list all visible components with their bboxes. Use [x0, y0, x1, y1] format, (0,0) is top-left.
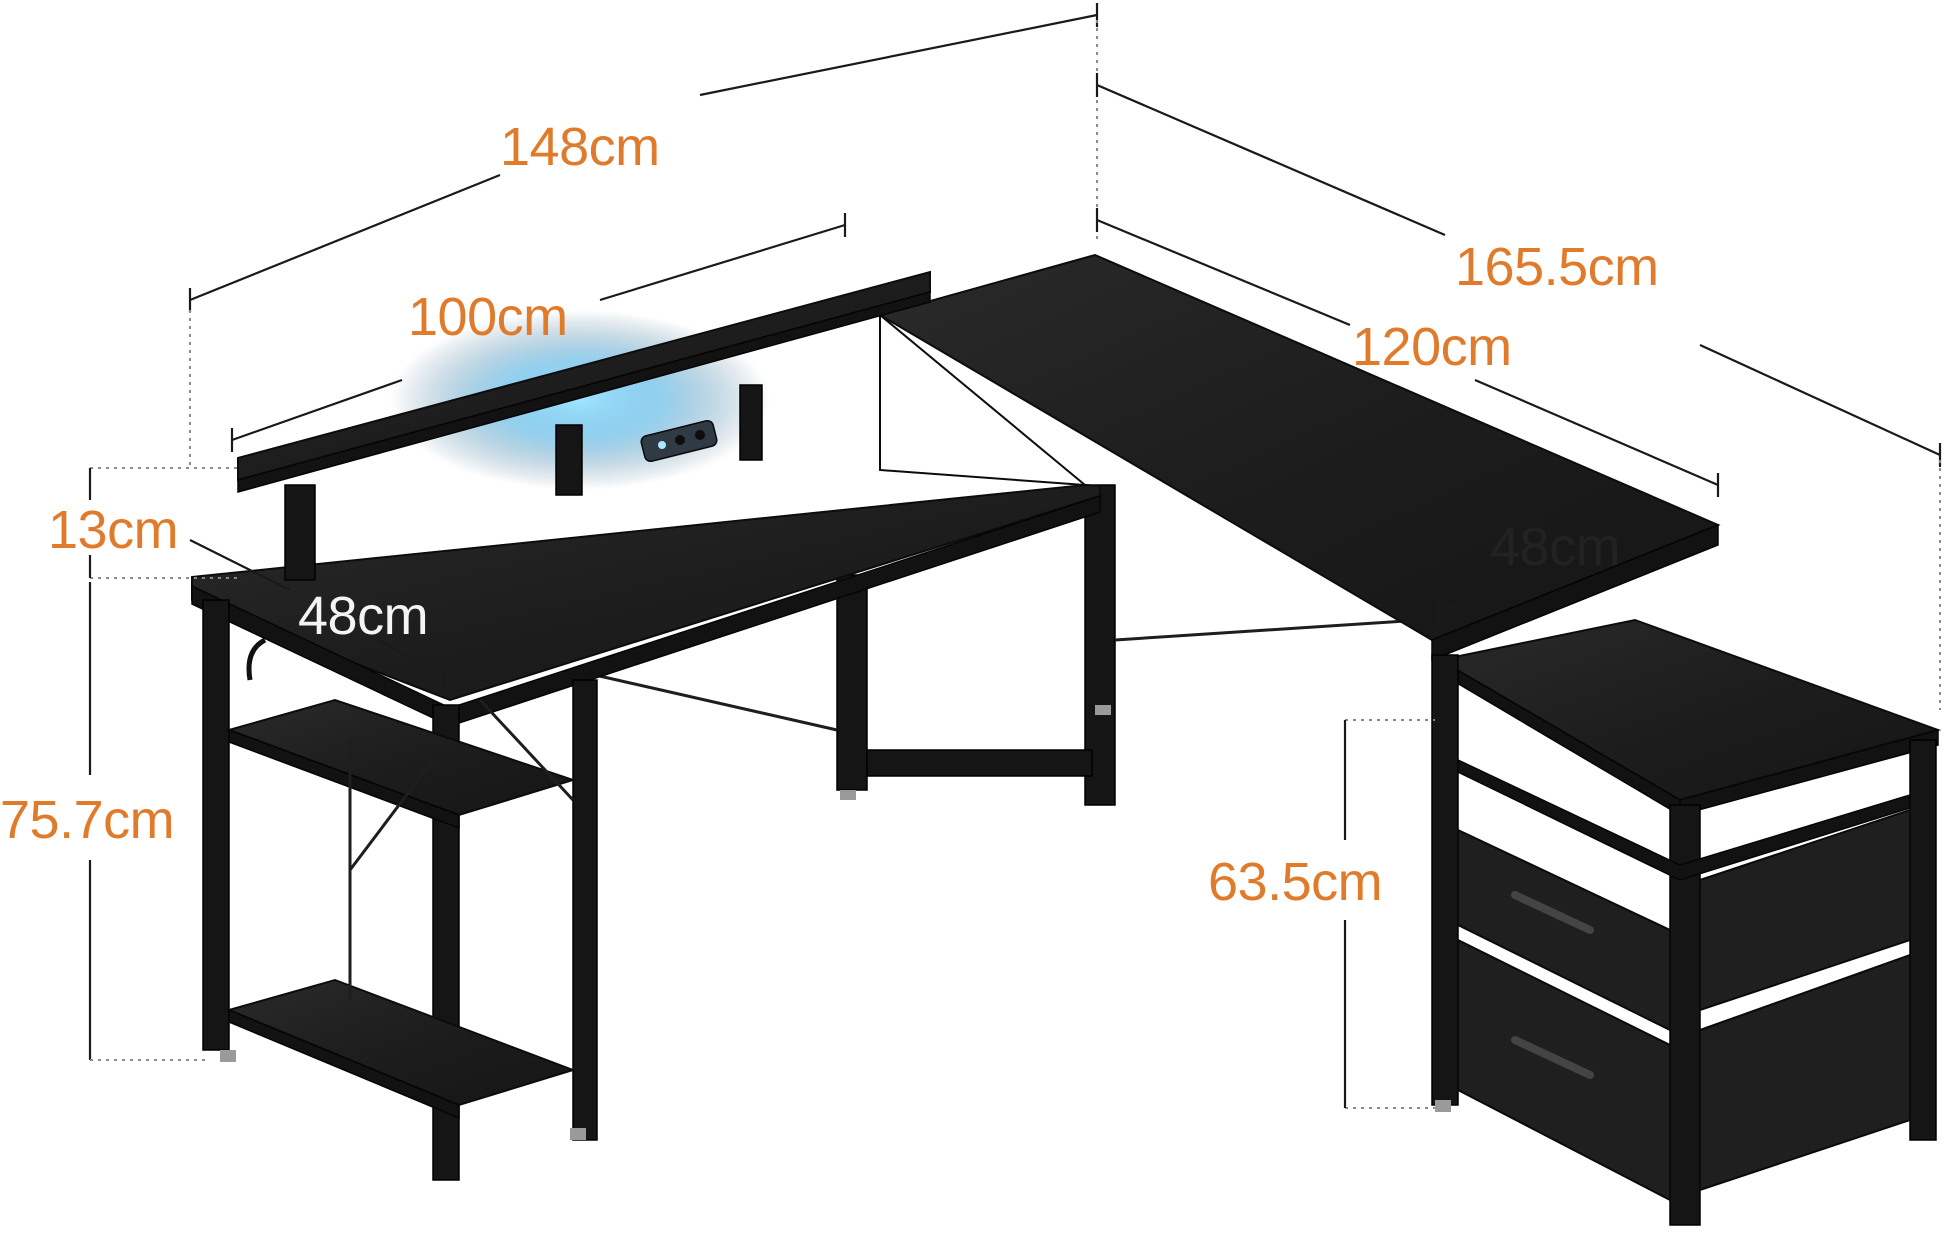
monitor-shelf [237, 270, 931, 581]
label-left-desk-depth: 48cm [298, 586, 428, 646]
label-monitor-shelf-width: 100cm [408, 287, 568, 347]
desk-return-top [877, 253, 1721, 662]
desk-left-top [191, 483, 1101, 728]
usb-outlet [640, 419, 718, 463]
left-shelf-unit [202, 599, 598, 1181]
desk-feet [220, 705, 1451, 1140]
label-return-length: 120cm [1352, 317, 1512, 377]
file-cabinet [1431, 618, 1942, 1226]
label-overall-depth: 165.5cm [1455, 237, 1659, 297]
desk-illustration [191, 253, 1942, 1226]
label-cabinet-height: 63.5cm [1208, 852, 1382, 912]
dimension-labels: 148cm 100cm 165.5cm 120cm 13cm 75.7cm 48… [0, 117, 1659, 912]
label-overall-width: 148cm [500, 117, 660, 177]
label-desk-height: 75.7cm [0, 790, 174, 850]
label-shelf-height: 13cm [48, 500, 178, 560]
desk-legs-back [594, 484, 1421, 806]
dimension-lines [88, 3, 1942, 1109]
label-right-desk-depth: 48cm [1490, 517, 1620, 577]
